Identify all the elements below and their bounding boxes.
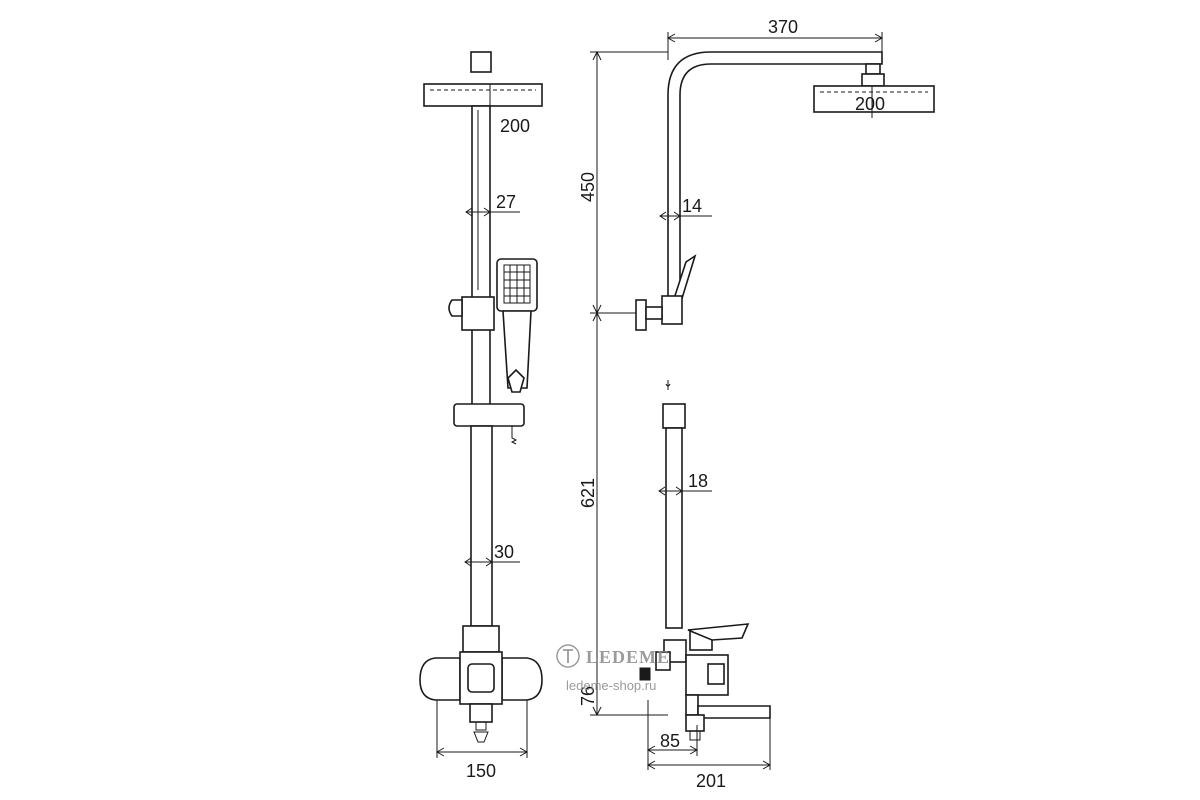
front-lower-pipe-label: 30 [494, 542, 514, 562]
front-rain-shower-head [423, 83, 543, 107]
front-view: 200 27 30 150 [419, 51, 543, 781]
side-arm-reach-label: 370 [768, 17, 798, 37]
side-view: 370 200 450 14 18 621 76 85 201 [578, 17, 935, 791]
front-slide-holder [448, 296, 495, 331]
side-shower-arm [667, 51, 883, 320]
front-head-connector [470, 51, 492, 73]
front-head-width-label: 200 [500, 116, 530, 136]
watermark-logo-icon [556, 644, 580, 668]
side-spout-length-label: 201 [696, 771, 726, 791]
front-lower-riser-pipe [470, 425, 493, 627]
watermark: LEDEME ledeme-shop.ru [556, 644, 670, 693]
side-mixer [639, 623, 771, 741]
front-thermo-mixer [419, 625, 543, 743]
front-hand-shower [496, 258, 538, 393]
front-upper-pipe-label: 27 [496, 192, 516, 212]
side-spout-offset-label: 85 [660, 731, 680, 751]
side-lower-riser-pipe [665, 427, 683, 629]
watermark-site: ledeme-shop.ru [566, 678, 656, 693]
side-upper-height-label: 450 [578, 172, 598, 202]
side-head-width-label: 200 [855, 94, 885, 114]
side-mixer-height-label: 76 [578, 686, 598, 706]
side-rain-shower-head [813, 85, 935, 113]
watermark-brand: LEDEME [586, 647, 670, 667]
front-mixer-width-label: 150 [466, 761, 496, 781]
side-lower-height-label: 621 [578, 478, 598, 508]
side-lower-pipe-label: 18 [688, 471, 708, 491]
side-upper-pipe-label: 14 [682, 196, 702, 216]
side-hand-shower [635, 254, 697, 331]
front-hand-shower-cradle [453, 403, 525, 427]
side-lower-holder [662, 380, 686, 429]
